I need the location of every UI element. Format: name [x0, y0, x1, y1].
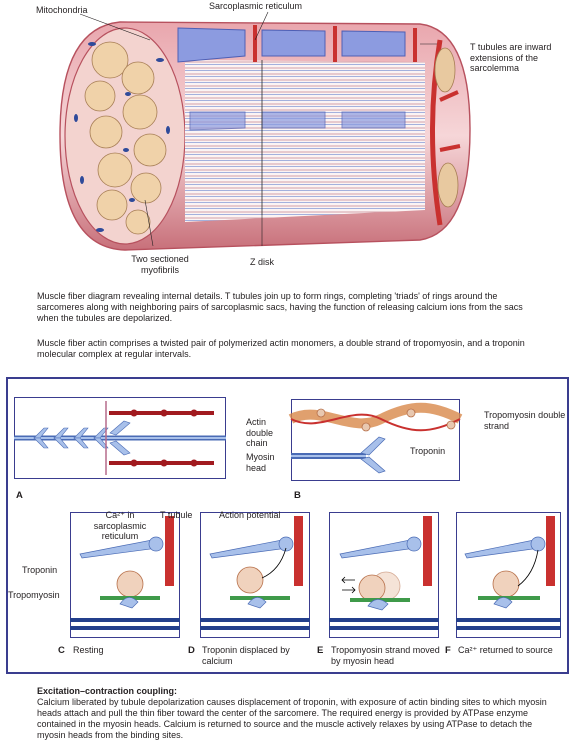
panel-b-diagram — [288, 402, 463, 474]
label-sarcoplasmic-reticulum: Sarcoplasmic reticulum — [209, 1, 303, 11]
nuclei-dots — [74, 42, 170, 232]
panel-f-caption: Ca²⁺ returned to source — [458, 645, 553, 655]
myofibril-sections — [84, 41, 167, 235]
muscle-fiber-diagram — [59, 11, 471, 251]
panel-a-letter: A — [16, 490, 23, 501]
mitochondria — [434, 47, 459, 208]
panels-c-f-diagram — [70, 516, 561, 630]
sarcoplasmic-reticulum-bands — [177, 27, 406, 131]
panel-e-letter: E — [317, 645, 324, 656]
label-myosin-head: Myosin head — [246, 452, 275, 473]
coupling-panel-frame — [6, 377, 569, 674]
label-action-potential: Action potential — [219, 510, 281, 520]
panel-d-letter: D — [188, 645, 195, 656]
panel-a-diagram — [14, 401, 226, 475]
coupling-heading: Excitation–contraction coupling: — [37, 686, 178, 696]
label-troponin-c: Troponin — [22, 565, 58, 575]
label-ca-reticulum: Ca²⁺ in sarcoplasmic reticulum — [93, 510, 147, 541]
label-two-sectioned-myofibrils: Two sectioned myofibrils — [131, 254, 189, 275]
panel-b-letter: B — [294, 490, 301, 501]
panel-e-caption: Tropomyosin strand moved by myosin head — [331, 645, 440, 666]
panel-f-letter: F — [445, 645, 451, 656]
myofibril-filaments — [185, 60, 425, 222]
label-t-tubules: T tubules are inward extensions of the s… — [470, 42, 552, 73]
panel-d-caption: Troponin displaced by calcium — [202, 645, 290, 666]
caption-actin: Muscle fiber actin comprises a twisted p… — [37, 338, 525, 359]
label-troponin-b: Troponin — [410, 446, 446, 456]
label-tropomyosin-strand: Tropomyosin double strand — [484, 410, 566, 431]
label-mitochondria: Mitochondria — [36, 5, 88, 15]
label-tropomyosin-c: Tropomyosin — [8, 590, 60, 600]
panel-c-letter: C — [58, 645, 65, 656]
label-t-tubule: T tubule — [160, 510, 193, 520]
coupling-text: Calcium liberated by tubule depolarizati… — [37, 697, 547, 740]
panel-c-caption: Resting — [73, 645, 104, 655]
label-z-disk: Z disk — [250, 257, 275, 267]
label-actin-chain: Actin double chain — [246, 417, 274, 448]
caption-fiber: Muscle fiber diagram revealing internal … — [37, 291, 523, 323]
